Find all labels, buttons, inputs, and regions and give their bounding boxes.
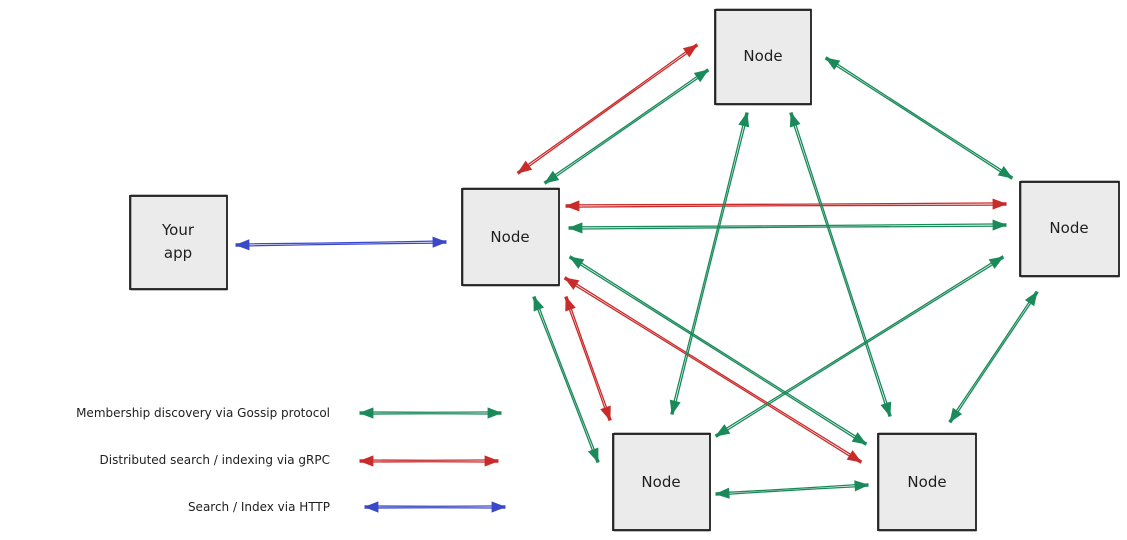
arrow-app-center-http: [234, 236, 448, 251]
arrow-right-bottomleft-gossip: [714, 255, 1005, 438]
node-bottom-left-box: Node: [612, 432, 711, 532]
node-right-box: Node: [1019, 180, 1120, 278]
arrow-center-top-grpc: [516, 43, 699, 175]
legend-http-label: Search / Index via HTTP: [188, 500, 330, 514]
connection-arrows: [234, 43, 1039, 513]
your-app-label-line2: app: [164, 244, 192, 262]
arrow-center-top-gossip: [543, 68, 710, 185]
arrow-bottomleft-bottomright-gossip: [714, 480, 870, 499]
arrow-center-right-grpc: [564, 198, 1008, 212]
node-center-box: Node: [461, 187, 560, 287]
node-bottom-right-label: Node: [907, 473, 946, 491]
arrow-center-bottomright-grpc: [563, 276, 863, 464]
arrow-center-bottomright-gossip: [568, 255, 868, 446]
your-app-box: Your app: [129, 194, 228, 291]
legend: Membership discovery via Gossip protocol…: [76, 406, 330, 514]
arrow-center-bottomleft-grpc: [564, 295, 612, 422]
arrow-center-right-gossip: [567, 219, 1008, 234]
legend-http-arrow: [363, 501, 507, 513]
legend-gossip-arrow: [358, 407, 503, 419]
arrow-right-bottomright-gossip: [948, 290, 1039, 424]
legend-grpc-arrow: [358, 455, 500, 467]
node-right-label: Node: [1049, 219, 1088, 237]
node-top-label: Node: [743, 47, 782, 65]
arrow-center-bottomleft-gossip: [532, 295, 600, 464]
legend-gossip-label: Membership discovery via Gossip protocol: [76, 406, 330, 420]
arrow-top-bottomleft-gossip: [669, 111, 750, 416]
node-center-label: Node: [490, 228, 529, 246]
arrow-top-right-gossip: [824, 56, 1014, 180]
legend-grpc-label: Distributed search / indexing via gRPC: [100, 453, 330, 467]
node-bottom-left-label: Node: [641, 473, 680, 491]
node-bottom-right-box: Node: [877, 432, 977, 532]
arrow-top-bottomright-gossip: [789, 111, 892, 418]
your-app-label-line1: Your: [161, 221, 195, 239]
node-top-box: Node: [714, 8, 812, 106]
